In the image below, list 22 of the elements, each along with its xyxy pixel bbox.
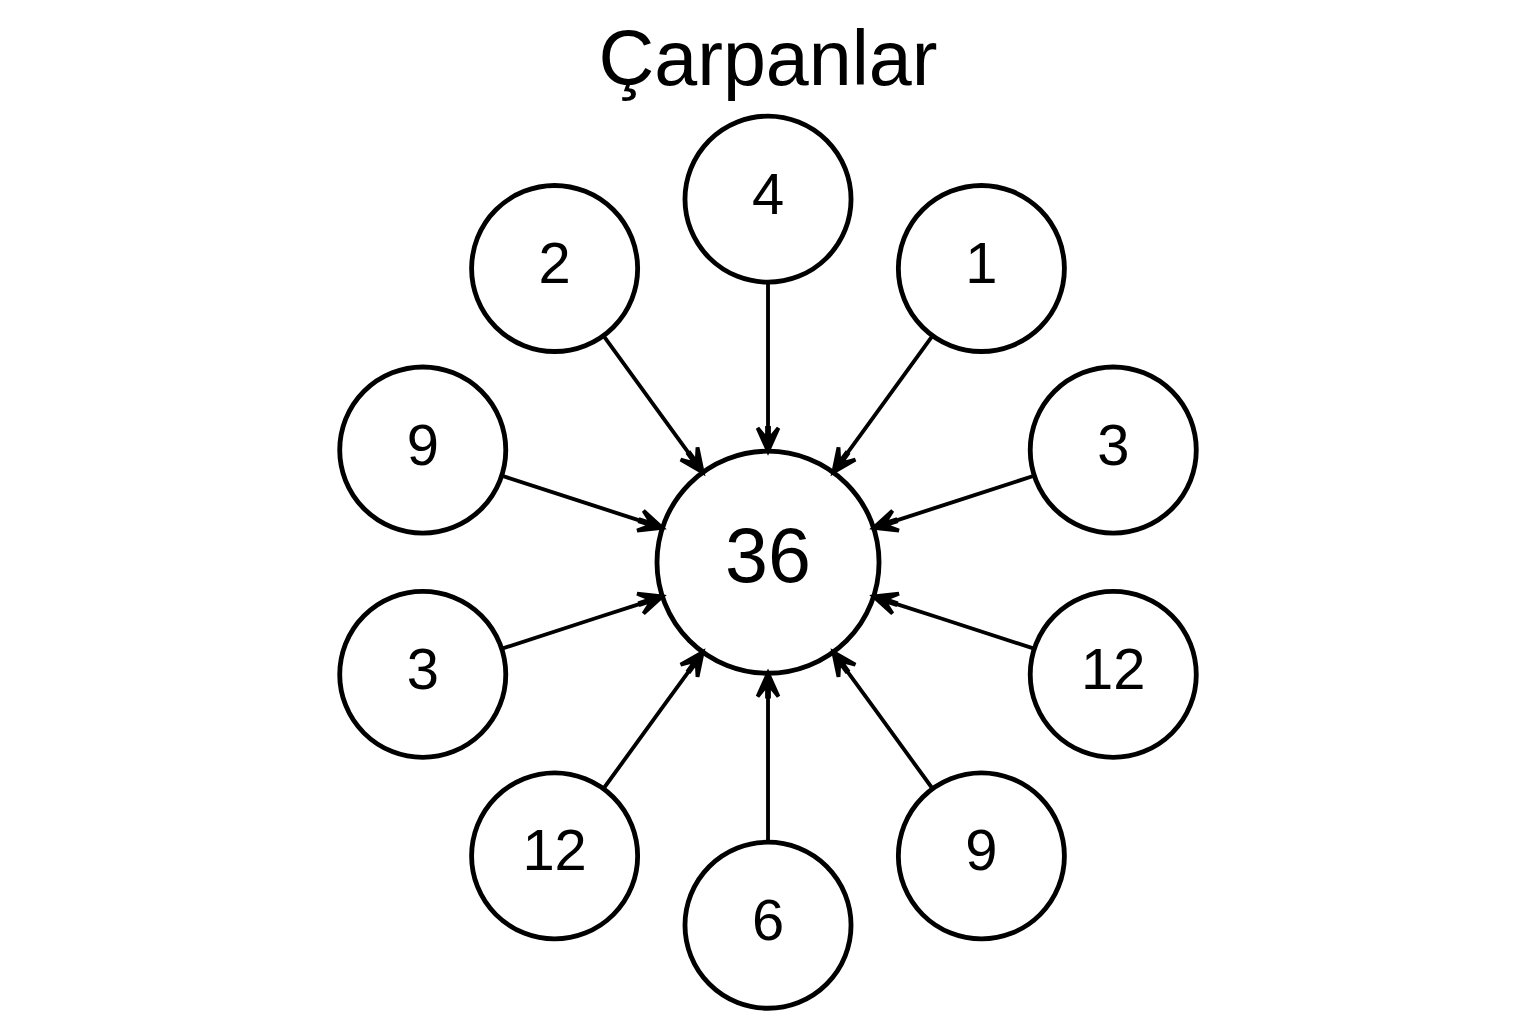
arrow — [831, 650, 934, 790]
arrow — [755, 671, 781, 842]
node-circle: 9 — [337, 364, 509, 536]
node-circle: 4 — [682, 113, 854, 285]
node-circle: 6 — [682, 839, 854, 1011]
node-circle: 12 — [469, 770, 641, 942]
node-circle: 12 — [1027, 588, 1199, 760]
node-circle: 9 — [895, 770, 1067, 942]
arrow — [602, 334, 705, 475]
arrow — [871, 591, 1035, 651]
arrow — [871, 473, 1035, 533]
node-circle: 1 — [895, 183, 1067, 354]
diagram-title: Çarpanlar — [598, 15, 938, 102]
arrow — [831, 334, 934, 475]
arrow — [501, 473, 665, 533]
node-circle: 36 — [654, 448, 882, 676]
node-circle: 3 — [1027, 364, 1199, 536]
node-circle: 3 — [337, 588, 509, 760]
node-circle: 2 — [469, 183, 641, 354]
arrow — [501, 591, 665, 651]
arrow — [755, 282, 781, 453]
arrow — [602, 650, 705, 790]
